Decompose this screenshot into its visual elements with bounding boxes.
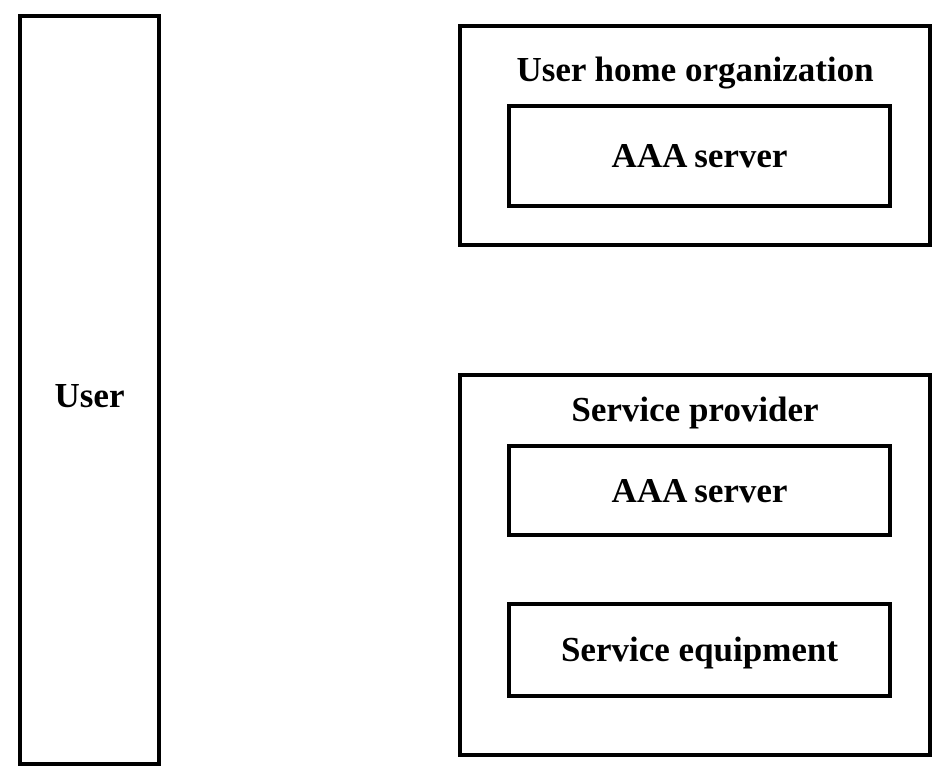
user-label: User — [54, 376, 125, 415]
home-aaa-server-label: AAA server — [611, 136, 788, 175]
provider-aaa-server-label: AAA server — [611, 470, 788, 510]
service-equipment-node: Service equipment — [507, 602, 892, 698]
user-home-organization-title: User home organization — [516, 50, 874, 89]
service-provider-title: Service provider — [571, 390, 819, 429]
home-aaa-server-node: AAA server — [507, 104, 892, 208]
user-node: User — [18, 14, 161, 766]
provider-aaa-server-node: AAA server — [507, 444, 892, 537]
service-equipment-label: Service equipment — [560, 630, 839, 669]
service-provider-node: Service provider — [458, 373, 932, 757]
